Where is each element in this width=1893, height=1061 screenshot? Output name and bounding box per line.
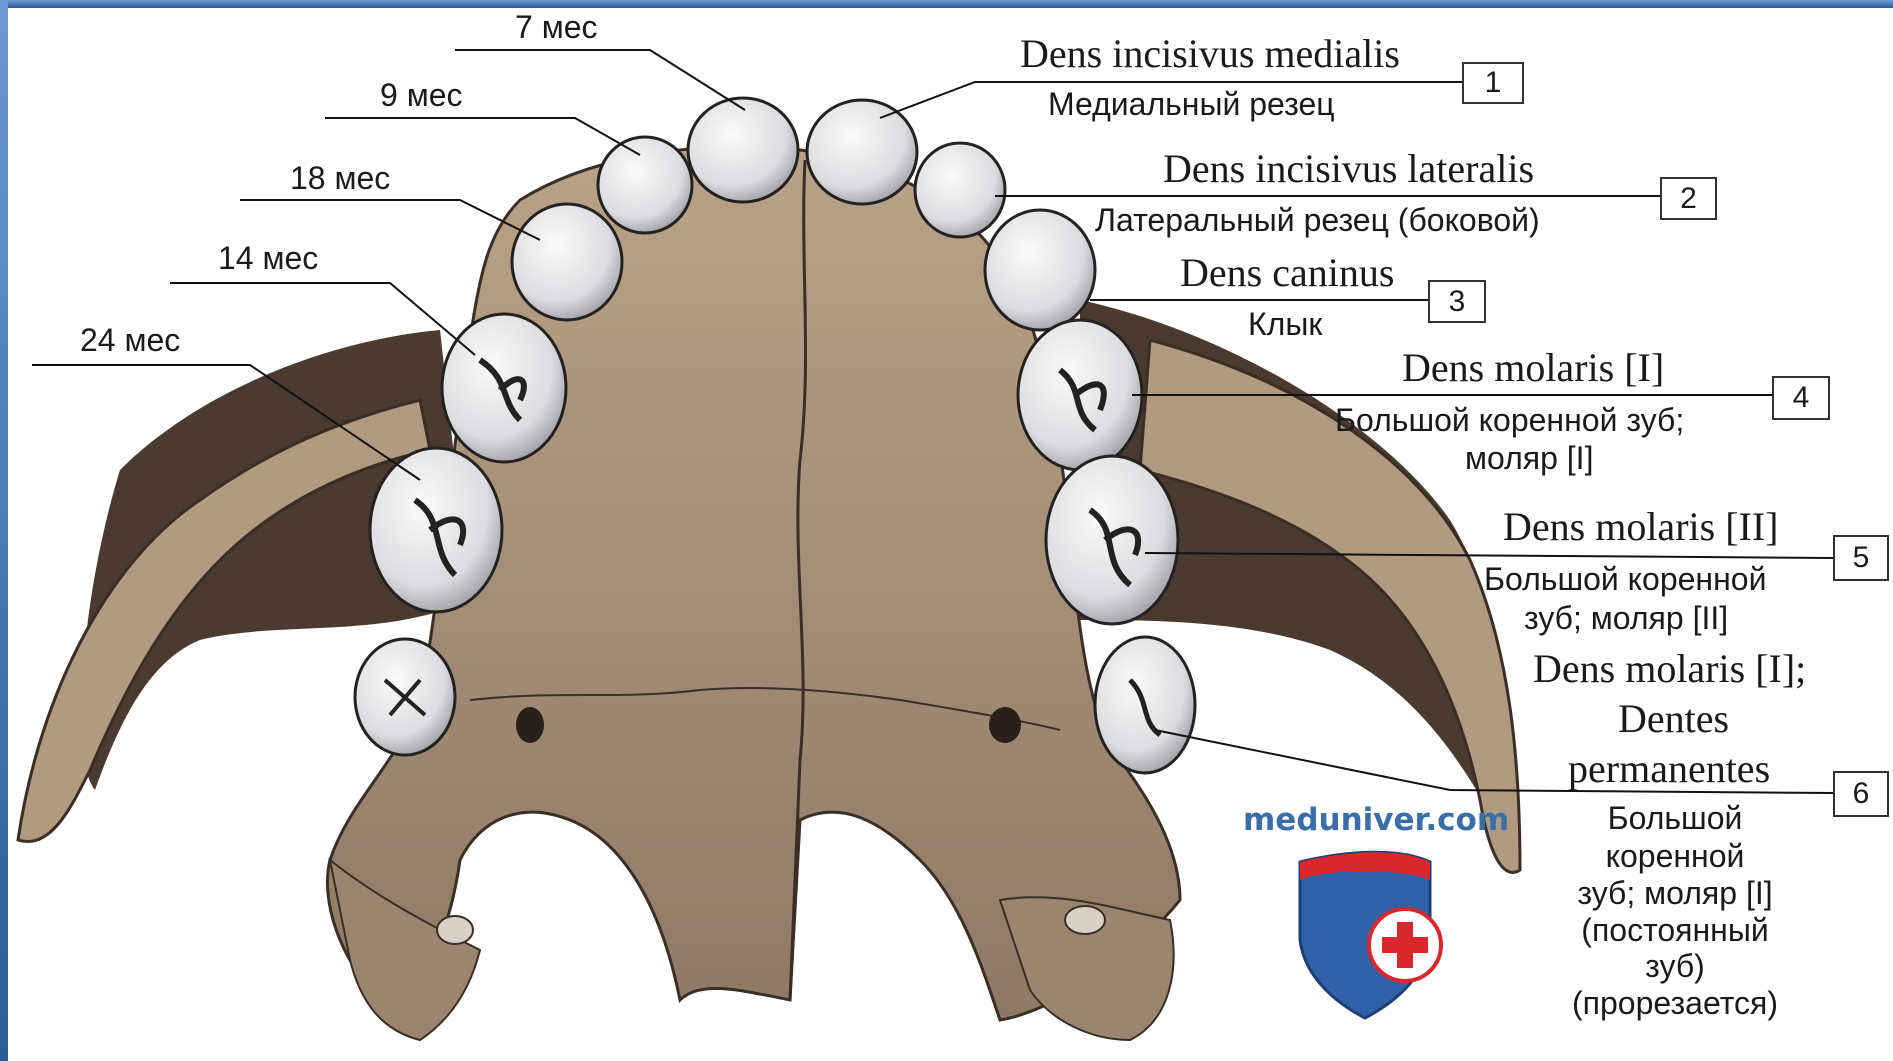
leader-line-7mes bbox=[455, 50, 745, 110]
label-4-russian-line1: Большой коренной зуб; bbox=[1335, 402, 1684, 439]
label-6-russian-line2: коренной bbox=[1560, 838, 1790, 875]
right-hamulus bbox=[1065, 906, 1105, 934]
tooth-right-central-incisor bbox=[807, 100, 917, 204]
label-6-russian-line5: зуб) bbox=[1560, 948, 1790, 985]
label-4-latin: Dens molaris [I] bbox=[1402, 344, 1664, 391]
age-label-9mes: 9 мес bbox=[380, 77, 462, 114]
label-3-latin: Dens caninus bbox=[1180, 249, 1394, 296]
label-1-latin: Dens incisivus medialis bbox=[1020, 30, 1400, 77]
tooth-left-central-incisor bbox=[688, 98, 798, 202]
tooth-right-canine bbox=[985, 210, 1095, 330]
left-hamulus bbox=[437, 916, 473, 944]
age-label-18mes: 18 мес bbox=[290, 160, 390, 197]
label-2-number-box: 2 bbox=[1660, 177, 1717, 220]
tooth-right-second-molar bbox=[1046, 456, 1178, 624]
label-6-russian-line1: Большой bbox=[1560, 800, 1790, 837]
tooth-right-first-molar bbox=[1018, 320, 1142, 470]
label-4-russian-line2: моляр [I] bbox=[1465, 440, 1593, 477]
label-2-russian: Латеральный резец (боковой) bbox=[1095, 202, 1540, 239]
label-6-russian-line3: зуб; моляр [I] bbox=[1540, 875, 1810, 912]
label-1-number-box: 1 bbox=[1462, 62, 1524, 104]
label-6-latin-line2: Dentes bbox=[1618, 695, 1729, 742]
label-5-russian-line2: зуб; моляр [II] bbox=[1524, 600, 1728, 637]
left-frame-bar bbox=[0, 0, 8, 1061]
label-5-latin: Dens molaris [II] bbox=[1503, 503, 1778, 550]
label-5-russian-line1: Большой коренной bbox=[1484, 561, 1766, 598]
label-6-russian-line4: (постоянный bbox=[1540, 912, 1810, 949]
top-frame-bar bbox=[0, 0, 1893, 8]
watermark-text: meduniver.com bbox=[1243, 802, 1509, 838]
label-5-number-box: 5 bbox=[1833, 535, 1889, 581]
tooth-left-canine bbox=[512, 204, 622, 320]
label-2-latin: Dens incisivus lateralis bbox=[1163, 145, 1534, 192]
label-6-latin-line1: Dens molaris [I]; bbox=[1533, 645, 1806, 692]
tooth-right-lateral-incisor bbox=[915, 143, 1005, 237]
tooth-left-lateral-incisor bbox=[598, 137, 692, 233]
label-3-russian: Клык bbox=[1248, 306, 1322, 343]
label-4-number-box: 4 bbox=[1772, 376, 1830, 420]
label-3-number-box: 3 bbox=[1428, 280, 1486, 323]
leader-line-9mes bbox=[325, 118, 640, 155]
label-6-russian-line6: (прорезается) bbox=[1530, 985, 1820, 1022]
palatine-foramen-right bbox=[989, 707, 1021, 743]
label-1-russian: Медиальный резец bbox=[1048, 86, 1335, 123]
palatine-foramen-left bbox=[516, 707, 544, 743]
label-6-latin-line3: permanentes bbox=[1568, 745, 1770, 792]
age-label-7mes: 7 мес bbox=[515, 9, 597, 46]
age-label-14mes: 14 мес bbox=[218, 240, 318, 277]
label-6-number-box: 6 bbox=[1833, 771, 1889, 817]
meduniver-shield-logo bbox=[1300, 852, 1441, 1018]
age-label-24mes: 24 мес bbox=[80, 322, 180, 359]
